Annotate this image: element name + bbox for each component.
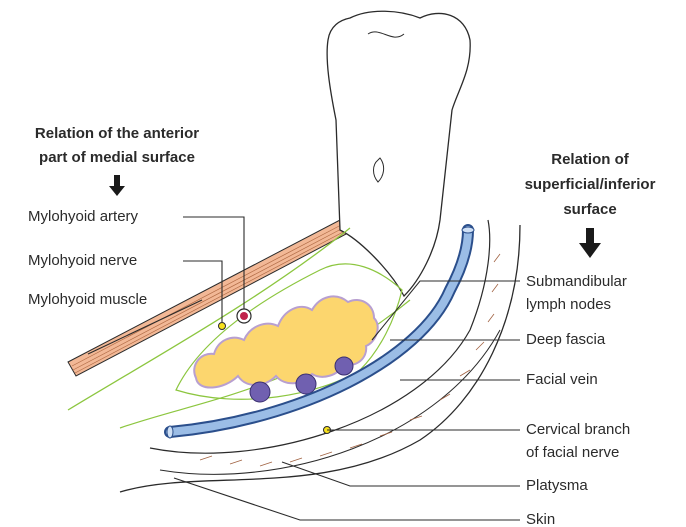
- label-deep-fascia: Deep fascia: [526, 331, 606, 348]
- medial-arrow-icon: [109, 175, 125, 196]
- label-submandibular-line2: lymph nodes: [526, 296, 611, 313]
- inferior-arrow-icon: [579, 228, 601, 258]
- facial-vein-end: [462, 227, 474, 233]
- lymph-node: [335, 357, 353, 375]
- facial-vein-end: [167, 426, 173, 438]
- inferior-heading-line3: surface: [563, 201, 616, 218]
- leader-skin: [174, 478, 520, 520]
- label-mylohyoid-artery: Mylohyoid artery: [28, 208, 139, 225]
- label-mylohyoid-nerve: Mylohyoid nerve: [28, 252, 137, 269]
- lymph-node: [296, 374, 316, 394]
- inferior-heading-line2: superficial/inferior: [525, 176, 656, 193]
- mandible-tooth: [327, 11, 470, 296]
- mylohyoid-artery-core: [240, 312, 248, 320]
- label-skin: Skin: [526, 511, 555, 527]
- medial-heading-line2: part of medial surface: [39, 149, 195, 166]
- mylohyoid-nerve-dot: [219, 323, 226, 330]
- label-submandibular-line1: Submandibular: [526, 273, 627, 290]
- lymph-node: [250, 382, 270, 402]
- label-cervical-branch-line1: Cervical branch: [526, 421, 630, 438]
- label-mylohyoid-muscle: Mylohyoid muscle: [28, 291, 147, 308]
- label-cervical-branch-line2: of facial nerve: [526, 444, 619, 461]
- label-platysma: Platysma: [526, 477, 588, 494]
- medial-heading-line1: Relation of the anterior: [35, 125, 199, 142]
- leader-mylohyoid-muscle: [88, 300, 202, 354]
- label-facial-vein: Facial vein: [526, 371, 598, 388]
- inferior-heading-line1: Relation of: [551, 151, 630, 168]
